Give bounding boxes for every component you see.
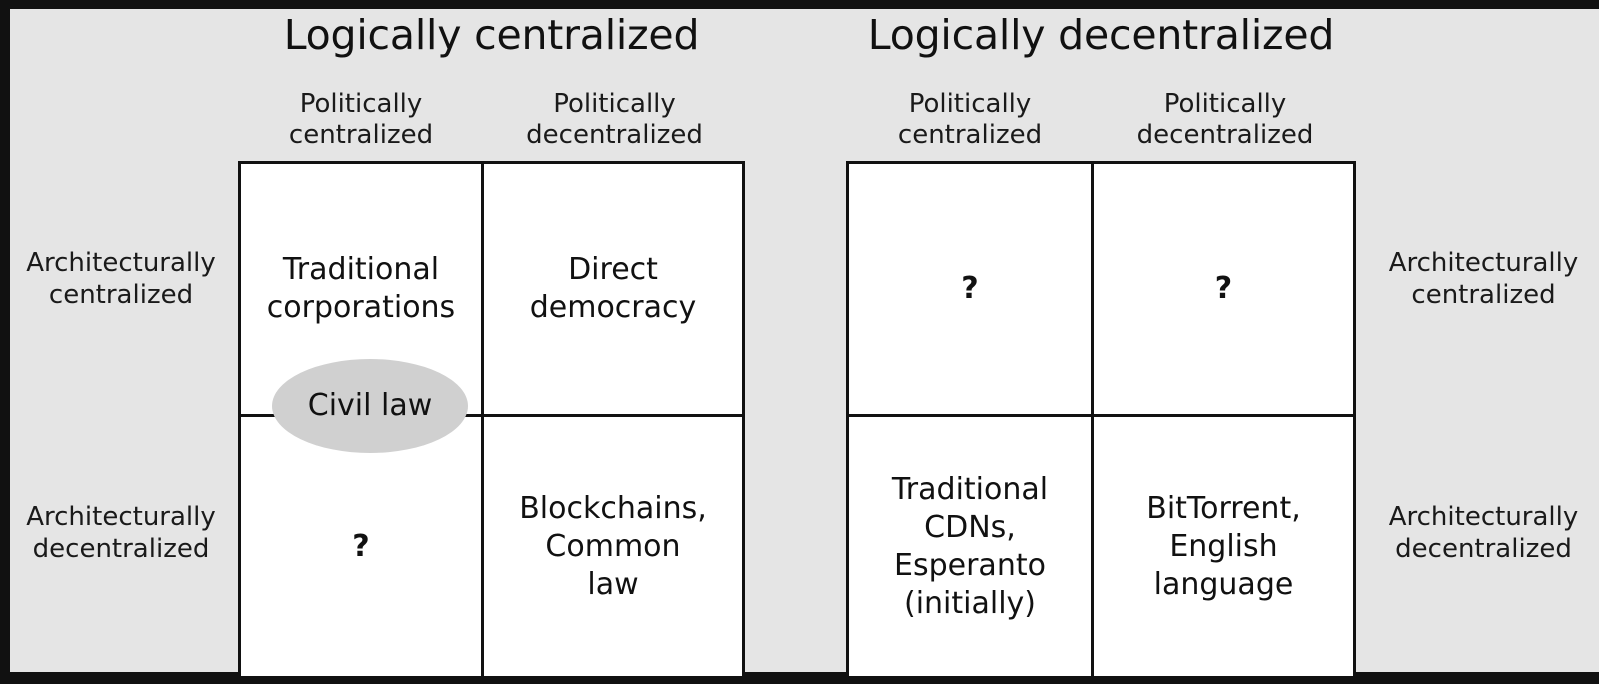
column-header-left-politically-decentralized: Politically decentralized [484,89,745,151]
matrix-cell-text: Blockchains, Common law [513,490,713,604]
column-header-right-politically-decentralized: Politically decentralized [1094,89,1356,151]
matrix-logically-decentralized: ? ? Traditional CDNs, Esperanto (initial… [846,161,1356,679]
cell-line: ? [352,528,370,564]
matrix-cell-text: Direct democracy [524,251,703,327]
matrix-cell-text: ? [346,528,375,566]
cell-line: English [1169,528,1278,564]
column-header-line1: Politically [553,89,676,119]
row-label-right-architecturally-centralized: Architecturally centralized [1362,247,1599,311]
row-label-line2: centralized [1411,280,1556,310]
row-label-line1: Architecturally [1388,502,1579,532]
group-title-logically-decentralized: Logically decentralized [867,11,1335,59]
column-header-left-politically-centralized: Politically centralized [238,89,484,151]
column-header-right-politically-centralized: Politically centralized [846,89,1094,151]
row-label-line2: decentralized [32,534,210,564]
group-title-logically-centralized: Logically centralized [283,11,700,59]
cell-line: ? [961,271,979,306]
row-label-line1: Architecturally [1388,248,1579,278]
row-label-right-architecturally-decentralized: Architecturally decentralized [1362,501,1599,565]
matrix-cell-unknown-left-bottom: ? [241,417,484,676]
figure-panel: Logically centralized Logically decentra… [10,9,1599,679]
cell-line: democracy [529,290,697,325]
row-label-left-architecturally-centralized: Architecturally centralized [14,247,228,311]
matrix-cell-text: ? [1209,270,1238,308]
cell-line: Traditional [891,471,1049,507]
row-label-left-architecturally-decentralized: Architecturally decentralized [14,501,228,565]
matrix-cell-unknown-right-top-left: ? [849,164,1094,417]
row-label-line1: Architecturally [26,502,216,532]
matrix-cell-text: ? [955,270,984,308]
row-label-line2: centralized [48,280,194,310]
cell-line: (initially) [903,585,1036,621]
cell-line: Traditional [282,252,440,287]
matrix-cell-blockchains-common-law: Blockchains, Common law [484,417,742,676]
matrix-cell-text: Traditional corporations [261,251,461,327]
cell-line: language [1153,566,1294,602]
column-header-line1: Politically [908,89,1032,119]
column-header-line1: Politically [299,89,423,119]
cell-line: Direct [568,252,658,287]
matrix-cell-unknown-right-top-right: ? [1094,164,1353,417]
cell-line: CDNs, [924,509,1016,545]
matrix-logically-centralized: Traditional corporations Direct democrac… [238,161,745,679]
matrix-cell-text: BitTorrent, English language [1140,490,1307,604]
column-header-line2: centralized [897,120,1043,150]
cell-line: law [587,566,639,602]
cell-line: corporations [266,290,456,325]
row-label-line2: decentralized [1395,534,1572,564]
column-header-line2: decentralized [1136,120,1314,150]
matrix-cell-direct-democracy: Direct democracy [484,164,742,417]
column-header-line2: decentralized [526,120,703,150]
annotation-ellipse-civil-law: Civil law [272,359,468,453]
cell-line: BitTorrent, [1146,490,1301,526]
column-header-line1: Politically [1163,89,1287,119]
column-header-line2: centralized [288,120,434,150]
cell-line: ? [1214,271,1233,306]
cell-line: Blockchains, [519,490,707,526]
matrix-cell-traditional-cdns-esperanto: Traditional CDNs, Esperanto (initially) [849,417,1094,676]
cell-line: Common [545,528,681,564]
row-label-line1: Architecturally [26,248,216,278]
cell-line: Esperanto [894,547,1046,583]
matrix-cell-bittorrent-english-language: BitTorrent, English language [1094,417,1353,676]
matrix-cell-text: Traditional CDNs, Esperanto (initially) [886,471,1054,623]
